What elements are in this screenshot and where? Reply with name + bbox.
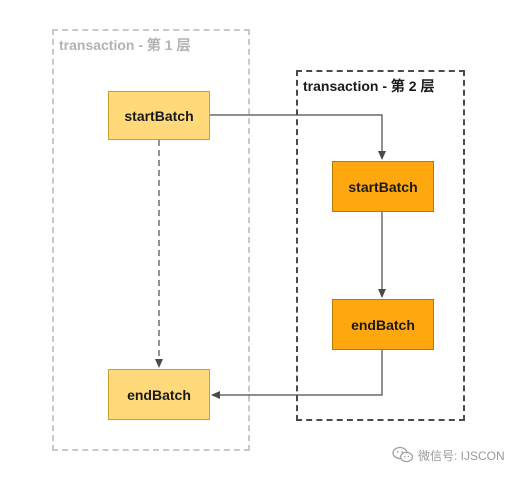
start-batch-layer-2-node: startBatch — [332, 161, 434, 212]
watermark-text: 微信号: IJSCON — [418, 448, 505, 463]
transaction-layer-1-frame: transaction - 第 1 层 — [52, 29, 250, 451]
layer-1-title: transaction - 第 1 层 — [59, 37, 191, 53]
end-batch-layer-1-node: endBatch — [108, 369, 210, 420]
watermark: 微信号: IJSCON — [392, 446, 505, 464]
end-batch-layer-2-node: endBatch — [332, 299, 434, 350]
end-batch-layer-2-label: endBatch — [351, 316, 415, 333]
end-batch-layer-1-label: endBatch — [127, 386, 191, 403]
start-batch-layer-1-node: startBatch — [108, 91, 210, 140]
transaction-layer-2-frame: transaction - 第 2 层 — [296, 70, 465, 421]
wechat-icon — [392, 446, 414, 464]
layer-2-title: transaction - 第 2 层 — [303, 78, 435, 94]
start-batch-layer-1-label: startBatch — [124, 107, 194, 124]
start-batch-layer-2-label: startBatch — [348, 178, 418, 195]
